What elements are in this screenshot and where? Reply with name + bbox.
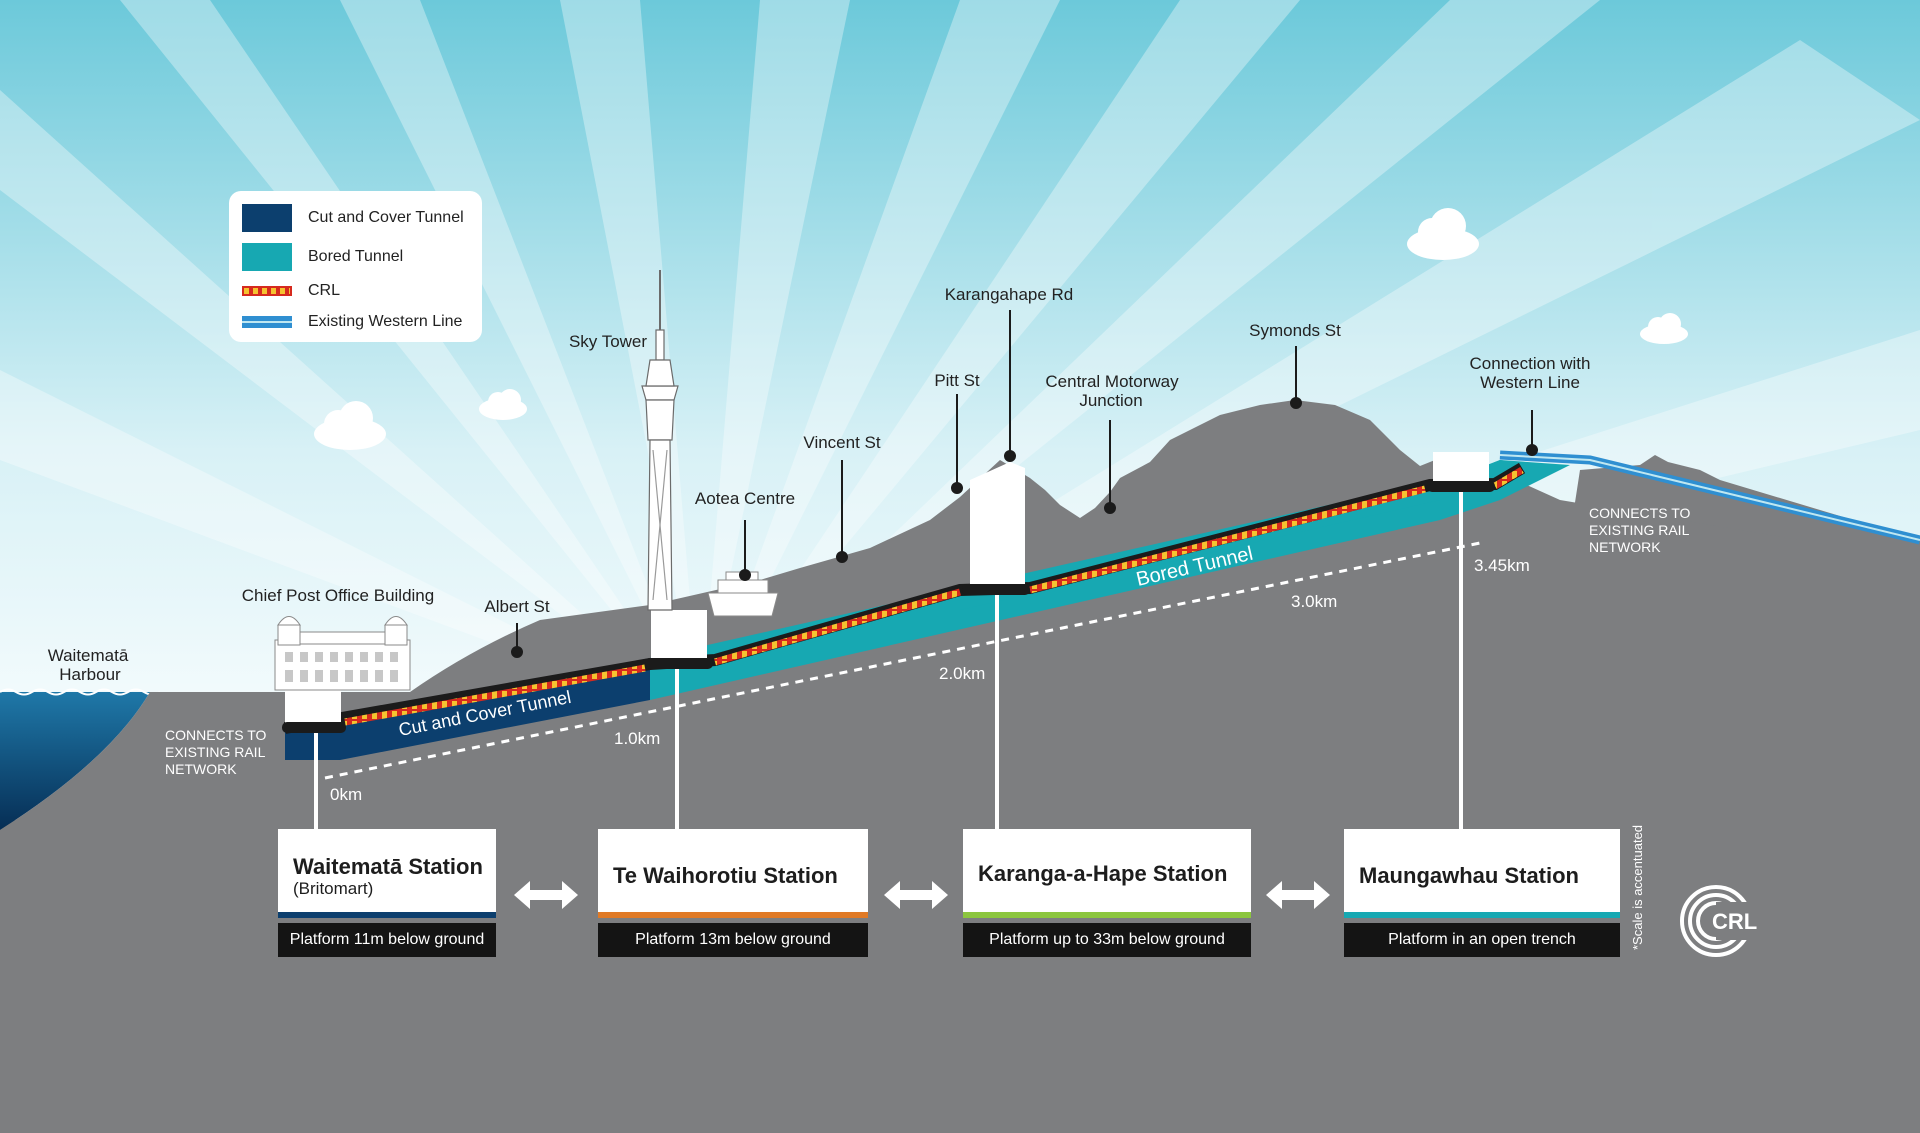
te-waihorotiu-station-box — [651, 610, 707, 660]
connects-right-label: CONNECTS TO EXISTING RAIL NETWORK — [1589, 505, 1690, 555]
svg-text:NETWORK: NETWORK — [165, 761, 237, 777]
aotea-centre-icon — [707, 571, 779, 617]
harbour-label-line1: Waitematā — [48, 646, 129, 665]
distance-label: 2.0km — [939, 664, 985, 683]
aotea-centre-label: Aotea Centre — [695, 489, 795, 508]
crl-logo-gap — [1716, 902, 1756, 940]
legend-item-bored: Bored Tunnel — [242, 242, 403, 272]
connection-western-label-line2: Western Line — [1480, 373, 1580, 392]
station-subtitle: (Britomart) — [293, 879, 374, 898]
platform-info: Platform 13m below ground — [598, 923, 868, 957]
harbour-label-line2: Harbour — [59, 665, 121, 684]
cloud-icon — [479, 389, 527, 420]
svg-text:EXISTING RAIL: EXISTING RAIL — [165, 744, 266, 760]
sky-tower-icon — [641, 270, 679, 611]
station-accent-bar — [963, 912, 1251, 918]
symonds-st-label: Symonds St — [1249, 321, 1341, 340]
double-arrow-icon — [514, 881, 578, 909]
central-motorway-label-line2: Junction — [1079, 391, 1142, 410]
waitemata-station-box — [285, 688, 341, 726]
pitt-st-label: Pitt St — [934, 371, 980, 390]
harbour-waves — [0, 688, 161, 696]
legend-label: Existing Western Line — [308, 313, 463, 330]
western-line-highlight — [1499, 454, 1920, 541]
legend-label: Cut and Cover Tunnel — [308, 209, 464, 226]
chief-post-office-label: Chief Post Office Building — [242, 586, 434, 605]
platform-bar — [962, 584, 1030, 595]
station-connectors — [314, 492, 1463, 830]
western-swatch — [242, 316, 292, 328]
station-card-karanga-a-hape: Karanga-a-Hape Station — [963, 829, 1251, 918]
vincent-st-label: Vincent St — [803, 433, 880, 452]
svg-text:CONNECTS TO: CONNECTS TO — [1589, 505, 1690, 521]
platform-info: Platform 11m below ground — [278, 923, 496, 957]
karangahape-rd-label: Karangahape Rd — [945, 285, 1074, 304]
distance-label: 3.45km — [1474, 556, 1530, 575]
double-arrow-icon — [884, 881, 948, 909]
distance-label: 0km — [330, 785, 362, 804]
distance-line — [324, 540, 1486, 780]
svg-text:CONNECTS TO: CONNECTS TO — [165, 727, 266, 743]
legend-label: CRL — [308, 282, 341, 299]
legend-item-crl: CRL — [242, 276, 340, 306]
crl-track-pattern — [344, 466, 1524, 726]
station-name: Te Waihorotiu Station — [613, 863, 838, 888]
connection-western-label-line1: Connection with — [1470, 354, 1591, 373]
station-card-waitemata: Waitematā Station (Britomart) — [278, 829, 496, 918]
platform-bar — [282, 722, 346, 733]
svg-text:EXISTING RAIL: EXISTING RAIL — [1589, 522, 1690, 538]
station-accent-bar — [278, 912, 496, 918]
legend-item-western: Existing Western Line — [242, 307, 462, 337]
distance-label: 3.0km — [1291, 592, 1337, 611]
svg-text:NETWORK: NETWORK — [1589, 539, 1661, 555]
legend-label: Bored Tunnel — [308, 248, 404, 265]
station-name: Maungawhau Station — [1359, 863, 1579, 888]
station-name: Waitematā Station — [293, 854, 483, 879]
crl-swatch — [242, 286, 292, 296]
scale-note: *Scale is accentuated — [1630, 824, 1645, 950]
crl-logo-text: CRL — [1712, 909, 1757, 934]
platform-info: Platform up to 33m below ground — [963, 923, 1251, 957]
distance-label: 1.0km — [614, 729, 660, 748]
cloud-icon — [314, 401, 386, 450]
station-accent-bar — [1344, 912, 1620, 918]
legend: Cut and Cover Tunnel Bored Tunnel CRL Ex… — [229, 191, 482, 342]
station-accent-bar — [598, 912, 868, 918]
platform-info: Platform in an open trench — [1344, 923, 1620, 957]
maungawhau-station-box — [1433, 452, 1489, 484]
station-name: Karanga-a-Hape Station — [978, 861, 1228, 886]
legend-item-cut-cover: Cut and Cover Tunnel — [242, 203, 464, 233]
station-card-te-waihorotiu: Te Waihorotiu Station — [598, 829, 868, 918]
central-motorway-label-line1: Central Motorway — [1045, 372, 1179, 391]
landmark-pointers — [511, 310, 1538, 658]
harbour-water — [0, 692, 150, 830]
connects-left-label: CONNECTS TO EXISTING RAIL NETWORK — [165, 727, 266, 777]
chief-post-office-icon — [274, 616, 411, 691]
platform-bar — [645, 658, 713, 669]
double-arrow-icon — [1266, 881, 1330, 909]
albert-st-label: Albert St — [484, 597, 549, 616]
cut-cover-swatch — [242, 204, 292, 232]
cloud-icon — [1640, 313, 1688, 344]
bored-swatch — [242, 243, 292, 271]
cloud-icon — [1407, 208, 1479, 260]
platform-bar — [1427, 481, 1495, 492]
station-card-maungawhau: Maungawhau Station — [1344, 829, 1620, 918]
karanga-a-hape-station-box — [970, 462, 1025, 586]
sky-tower-label: Sky Tower — [569, 332, 647, 351]
